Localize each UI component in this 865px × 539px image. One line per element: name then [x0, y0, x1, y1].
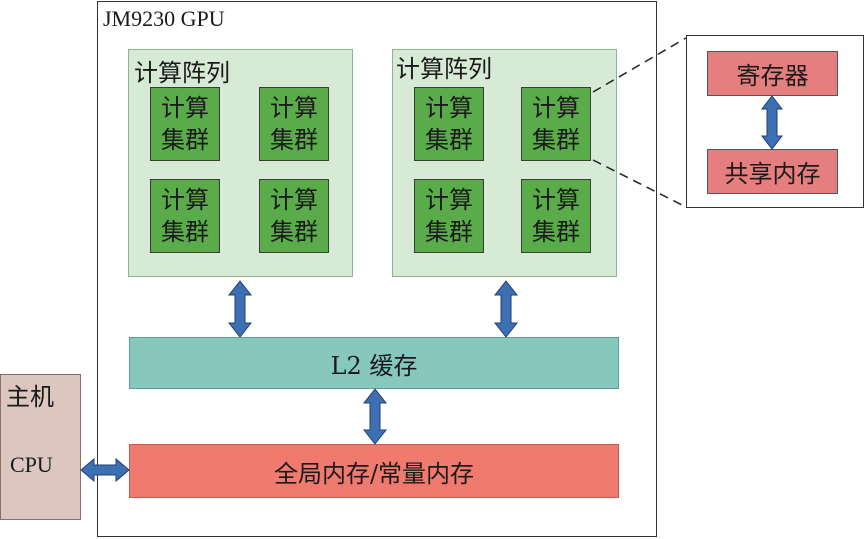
zoom-line-bottom: [592, 159, 687, 208]
host-label: 主机: [6, 383, 54, 411]
global-memory-label: 全局内存/常量内存: [273, 459, 475, 488]
compute-cluster: 计算集群: [259, 179, 329, 253]
l2-cache-label: L2 缓存: [330, 351, 418, 380]
register-label: 寄存器: [736, 62, 809, 90]
compute-array-2-title: 计算阵列: [396, 55, 492, 83]
compute-cluster: 计算集群: [150, 179, 220, 253]
compute-cluster: 计算集群: [414, 179, 484, 253]
compute-array-1-title: 计算阵列: [134, 59, 230, 87]
zoom-line-top: [592, 37, 687, 93]
compute-cluster-highlighted: 计算集群: [521, 87, 591, 161]
shared-memory-box: 共享内存: [707, 149, 838, 194]
double-arrow-icon: [227, 280, 253, 338]
compute-cluster: 计算集群: [150, 87, 220, 161]
double-arrow-icon: [493, 280, 519, 338]
compute-cluster: 计算集群: [521, 179, 591, 253]
compute-cluster: 计算集群: [259, 87, 329, 161]
double-arrow-icon: [362, 388, 388, 445]
shared-memory-label: 共享内存: [724, 160, 821, 188]
global-memory: 全局内存/常量内存: [129, 444, 619, 498]
double-arrow-icon: [760, 95, 784, 150]
compute-cluster: 计算集群: [414, 87, 484, 161]
double-arrow-icon: [80, 457, 130, 483]
register-box: 寄存器: [707, 51, 838, 96]
host-cpu-label: CPU: [10, 452, 53, 477]
gpu-title: JM9230 GPU: [103, 6, 225, 31]
host-box: [0, 374, 81, 520]
l2-cache: L2 缓存: [129, 337, 619, 389]
